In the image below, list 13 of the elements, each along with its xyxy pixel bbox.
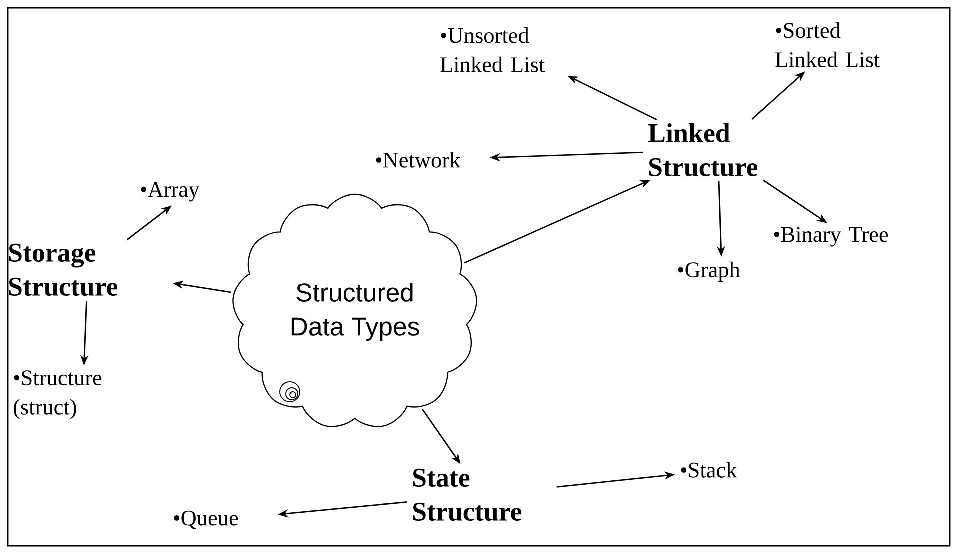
item-label: •Stack [681,462,738,478]
thought-cloud: Structured Data Types [232,194,478,428]
item-label: •Graph [678,262,740,282]
item-label: •Sorted Linked List [776,22,880,68]
category-label: Linked Structure [648,124,758,176]
category-label: Storage Structure [9,244,118,296]
item-label: •Network [376,152,461,168]
category-label: State Structure [413,468,522,522]
item-label: •Binary Tree [774,227,888,247]
item-label: •Queue [174,510,238,530]
item-label: •Array [141,182,200,202]
item-label: •Structure (struct) [14,370,102,420]
item-label: •Unsorted Linked List [440,28,545,72]
